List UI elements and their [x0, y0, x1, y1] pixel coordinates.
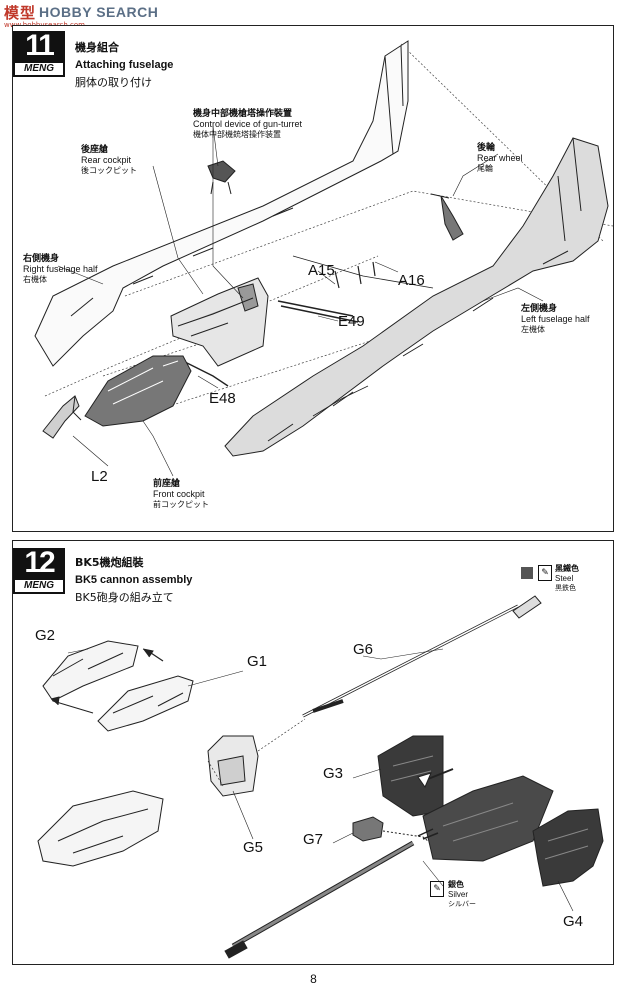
part-label-g7: G7 [303, 831, 324, 848]
title-jp: 胴体の取り付け [75, 76, 152, 89]
brand-logo: MENG [15, 580, 63, 592]
part-label-l2: L2 [91, 468, 108, 485]
callout-left-fuselage: 左側機身 Left fuselage half 左機体 [521, 301, 590, 335]
part-label-a16: A16 [398, 272, 425, 289]
part-label-e49: E49 [338, 313, 365, 330]
paint-en: Silver [448, 890, 469, 899]
step-11-badge: 11 MENG [13, 29, 65, 77]
callout-cn: 右側機身 [23, 254, 60, 264]
callout-jp: 機体中部機銃塔操作装置 [193, 130, 281, 139]
callout-rear-wheel: 後輪 Rear wheel 尾輪 [477, 140, 523, 174]
brush-icon: ✎ [538, 565, 552, 581]
part-label-g3: G3 [323, 765, 344, 782]
page-number: 8 [310, 972, 317, 986]
brush-icon: ✎ [430, 881, 444, 897]
title-cn: 機身組合 [75, 41, 119, 54]
callout-en: Rear wheel [477, 153, 523, 163]
part-label-g4: G4 [563, 913, 584, 930]
watermark-cn: 模型 [4, 3, 37, 22]
callout-en: Front cockpit [153, 489, 205, 499]
paint-steel: ✎ 黑鐵色 Steel 黒鉄色 [521, 563, 611, 599]
paint-jp: 黒鉄色 [555, 584, 576, 592]
callout-rear-cockpit: 後座艙 Rear cockpit 後コックピット [81, 142, 137, 176]
brand-logo: MENG [15, 63, 63, 75]
step-12-panel: 12 MENG BK5機炮組裝 BK5 cannon assembly BK5砲… [12, 540, 614, 965]
paint-jp: シルバー [448, 900, 476, 908]
part-label-g1: G1 [247, 653, 268, 670]
title-en: BK5 cannon assembly [75, 574, 193, 586]
callout-en: Right fuselage half [23, 264, 98, 274]
paint-cn: 黑鐵色 [555, 564, 579, 573]
part-label-g5: G5 [243, 839, 264, 856]
callout-cn: 機身中部機槍塔操作裝置 [193, 109, 293, 119]
part-label-g6: G6 [353, 641, 374, 658]
part-label-a15: A15 [308, 262, 335, 279]
step-12-title: BK5機炮組裝 BK5 cannon assembly BK5砲身の組み立て [75, 554, 192, 605]
watermark: 模型 HOBBY SEARCH [4, 2, 158, 22]
callout-gun-turret-control: 機身中部機槍塔操作裝置 Control device of gun-turret… [193, 106, 302, 140]
part-label-g2: G2 [35, 627, 56, 644]
paint-silver: ✎ 銀色 Silver シルバー [430, 879, 510, 915]
paint-cn: 銀色 [448, 880, 464, 889]
step-12-badge: 12 MENG [13, 546, 65, 594]
step-11-panel: 11 MENG 機身組合 Attaching fuselage 胴体の取り付け [12, 25, 614, 532]
paint-en: Steel [555, 574, 574, 583]
paint-steel-label: 黑鐵色 Steel 黒鉄色 [555, 563, 579, 593]
title-cn: BK5機炮組裝 [75, 556, 144, 569]
callout-cn: 前座艙 [153, 479, 181, 489]
callout-jp: 右機体 [23, 275, 47, 284]
title-jp: BK5砲身の組み立て [75, 591, 174, 604]
callout-jp: 左機体 [521, 325, 545, 334]
callout-jp: 前コックピット [153, 500, 209, 509]
fuselage-assembly-drawing [34, 40, 613, 477]
callout-cn: 左側機身 [521, 304, 558, 314]
paint-silver-label: 銀色 Silver シルバー [448, 879, 476, 909]
callout-jp: 後コックピット [81, 166, 137, 175]
callout-cn: 後輪 [477, 143, 496, 153]
steel-color-swatch [521, 567, 533, 579]
title-en: Attaching fuselage [75, 59, 174, 71]
callout-en: Left fuselage half [521, 314, 590, 324]
part-label-e48: E48 [209, 390, 236, 407]
callout-front-cockpit: 前座艙 Front cockpit 前コックピット [153, 476, 209, 510]
callout-en: Control device of gun-turret [193, 119, 303, 129]
cannon-assembly-drawing [37, 595, 604, 959]
step-11-title: 機身組合 Attaching fuselage 胴体の取り付け [75, 39, 173, 90]
watermark-en: HOBBY SEARCH [39, 4, 159, 20]
callout-en: Rear cockpit [81, 155, 132, 165]
callout-right-fuselage: 右側機身 Right fuselage half 右機体 [23, 251, 98, 285]
step-number: 11 [25, 29, 55, 62]
callout-jp: 尾輪 [477, 164, 493, 173]
step-number: 12 [24, 546, 55, 579]
callout-cn: 後座艙 [81, 145, 109, 155]
